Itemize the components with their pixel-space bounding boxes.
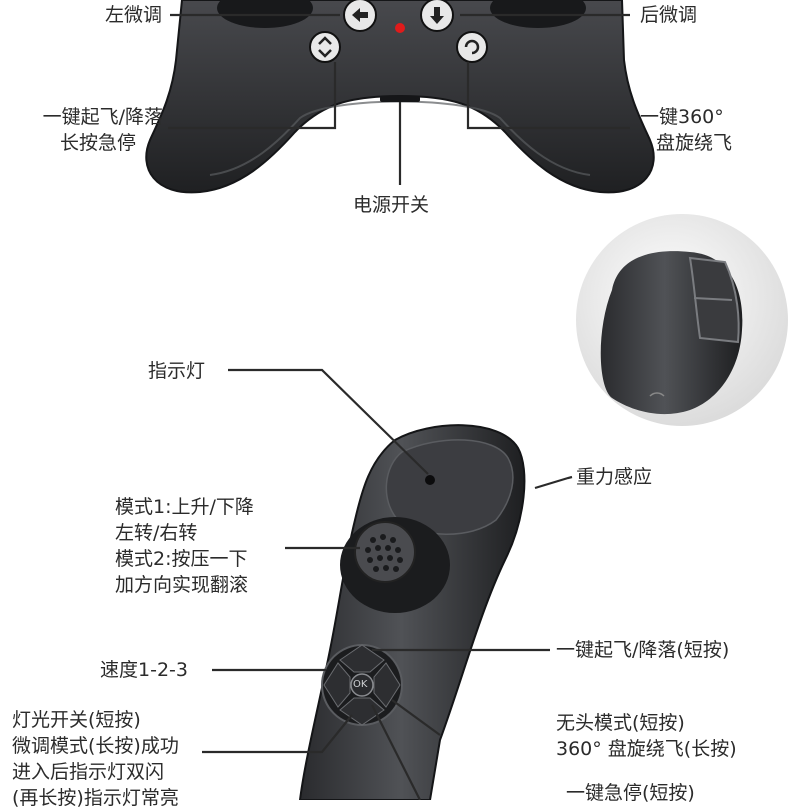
circle-fly-icon: [464, 39, 480, 55]
joystick-label-4: 加方向实现翻滚: [115, 574, 249, 596]
estop-label: 一键急停(短按): [566, 782, 695, 804]
takeoff-land-label-2: 长按急停: [59, 132, 136, 154]
top-leader-lines: [168, 13, 630, 185]
joystick-label-1: 模式1:上升/下降: [115, 496, 254, 518]
circle-fly-label-1: 一键360°: [640, 106, 724, 128]
dpad-left-button[interactable]: [323, 662, 351, 708]
gravity-label: 重力感应: [576, 466, 653, 488]
zoom-logo-mark: [649, 392, 665, 397]
light-label-4: (再长按)指示灯常亮: [12, 787, 179, 809]
takeoff-land-button[interactable]: [309, 31, 341, 63]
indicator-led: [425, 475, 435, 485]
dpad-up-button[interactable]: [339, 644, 385, 673]
zoom-trigger-seam: [693, 297, 733, 301]
ok-button-label: OK: [353, 679, 368, 690]
circle-fly-label-2: 盘旋绕飞: [656, 132, 733, 154]
headless-label-1: 无头模式(短按): [556, 712, 685, 734]
light-label-3: 进入后指示灯双闪: [12, 761, 165, 783]
power-switch-label: 电源开关: [353, 194, 430, 216]
indicator-label: 指示灯: [148, 360, 206, 382]
zoom-detail: [576, 214, 788, 426]
joystick-label-3: 模式2:按压一下: [115, 548, 248, 570]
circle-fly-button[interactable]: [456, 31, 488, 63]
wand-controller: [298, 424, 526, 800]
light-label-2: 微调模式(长按)成功: [12, 735, 179, 757]
light-label-1: 灯光开关(短按): [12, 709, 141, 731]
headless-label-2: 360° 盘旋绕飞(长按): [556, 738, 737, 760]
ok-button[interactable]: [350, 673, 374, 697]
takeoff-land-icon: [318, 36, 332, 58]
power-led: [395, 23, 405, 33]
arrow-left-icon: [352, 8, 368, 22]
dpad-right-button[interactable]: [373, 662, 401, 708]
arrow-down-icon: [430, 7, 444, 24]
left-trim-label: 左微调: [104, 4, 162, 26]
speed-label: 速度1-2-3: [100, 659, 188, 681]
right-trim-label: 后微调: [640, 4, 698, 26]
takeoff-short-label: 一键起飞/降落(短按): [556, 639, 730, 661]
joystick-label-2: 左转/右转: [115, 522, 198, 544]
wand-leader-lines: [202, 368, 573, 800]
takeoff-land-label-1: 一键起飞/降落: [42, 106, 163, 128]
joystick-grip-dots: [365, 534, 403, 572]
joystick-cap[interactable]: [354, 521, 416, 583]
power-switch[interactable]: [380, 96, 420, 102]
